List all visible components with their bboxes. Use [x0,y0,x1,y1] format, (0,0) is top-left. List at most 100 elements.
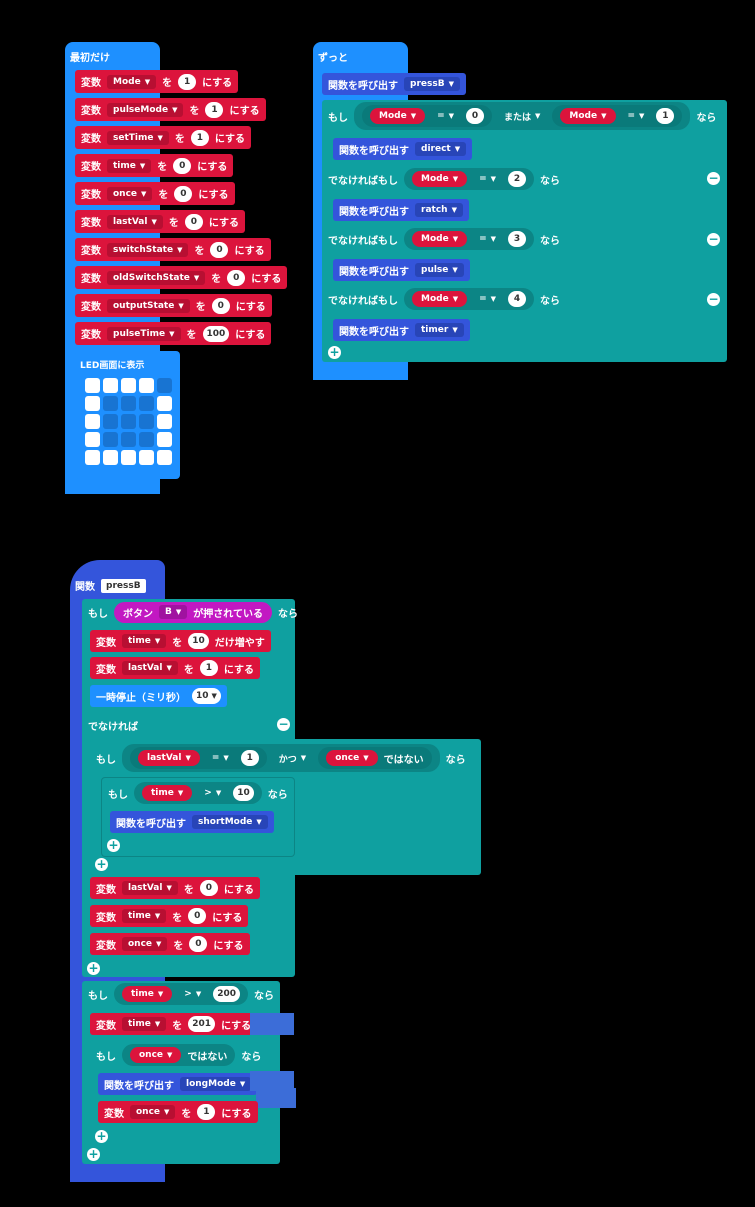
led-cell[interactable] [121,450,136,465]
fn-dropdown[interactable]: pressB▼ [404,77,460,91]
call-shortMode-block[interactable]: 関数を呼び出す shortMode▼ [110,811,274,833]
led-cell[interactable] [139,450,154,465]
set-once-0-block[interactable]: 変数 once▼ を 0 にする [90,933,250,955]
led-cell[interactable] [85,378,100,393]
placeholder-rect [256,1088,296,1108]
led-cell[interactable] [85,414,100,429]
variable-dropdown[interactable]: Mode▼ [107,74,157,89]
elif-row-1: でなければもし Mode▼ =▼ 2 なら [322,166,566,192]
placeholder-rect [250,1071,294,1091]
function-name-field[interactable]: pressB [101,578,146,593]
value-input[interactable]: 100 [202,325,230,342]
placeholder-rect [250,1013,294,1035]
on-start-title: 最初だけ [70,53,110,64]
value-input[interactable]: 1 [205,101,224,118]
function-header: 関数 pressB [75,578,146,593]
show-leds-label: LED画面に表示 [80,361,145,371]
led-cell[interactable] [121,396,136,411]
call-direct-block[interactable]: 関数を呼び出す direct▼ [333,138,473,160]
variable-dropdown[interactable]: lastVal▼ [107,214,163,229]
call-ratch-block[interactable]: 関数を呼び出す ratch▼ [333,199,469,221]
call-longMode-block[interactable]: 関数を呼び出す longMode▼ [98,1073,258,1095]
if-row: もし Mode▼ =▼ 0 または▼ Mode▼ =▼ 1 なら [322,102,722,130]
led-cell[interactable] [85,450,100,465]
led-cell[interactable] [121,414,136,429]
add-elif-icon[interactable]: + [95,1129,108,1143]
led-cell[interactable] [139,378,154,393]
led-cell[interactable] [157,432,172,447]
set-time-201-block[interactable]: 変数 time▼ を 201 にする [90,1013,258,1035]
value-input[interactable]: 0 [227,269,246,286]
elif-row-2: でなければもし Mode▼ =▼ 3 なら [322,226,566,252]
set-once-1-block[interactable]: 変数 once▼ を 1 にする [98,1101,258,1123]
variable-dropdown[interactable]: switchState▼ [107,242,189,257]
set-lastVal-0-block[interactable]: 変数 lastVal▼ を 0 にする [90,877,260,899]
value-input[interactable]: 0 [173,157,192,174]
call-pressB-block[interactable]: 関数を呼び出す pressB▼ [322,73,466,95]
forever-title: ずっと [318,53,348,64]
variable-dropdown[interactable]: pulseTime▼ [107,326,181,341]
led-cell[interactable] [139,414,154,429]
or-condition[interactable]: Mode▼ =▼ 0 または▼ Mode▼ =▼ 1 [354,102,691,130]
led-cell[interactable] [157,396,172,411]
add-elif-icon[interactable]: + [87,1147,100,1161]
variable-dropdown[interactable]: setTime▼ [107,130,169,145]
add-elif-icon[interactable]: + [87,961,100,975]
add-elif-icon[interactable]: + [328,345,341,359]
else-row: でなければ [88,721,138,733]
elif-row-3: でなければもし Mode▼ =▼ 4 なら [322,286,566,312]
led-cell[interactable] [103,450,118,465]
change-time-block[interactable]: 変数 time▼ を 10 だけ増やす [90,630,271,652]
call-pulse-block[interactable]: 関数を呼び出す pulse▼ [333,259,470,281]
led-cell[interactable] [103,414,118,429]
value-input[interactable]: 1 [190,129,209,146]
led-cell[interactable] [139,432,154,447]
led-cell[interactable] [121,432,136,447]
variable-dropdown[interactable]: time▼ [107,158,152,173]
pause-block[interactable]: 一時停止（ミリ秒） 10▼ [90,685,227,707]
led-grid[interactable] [85,378,172,465]
value-input[interactable]: 1 [178,73,197,90]
variable-dropdown[interactable]: pulseMode▼ [107,102,184,117]
value-input[interactable]: 0 [211,297,230,314]
remove-elif-icon[interactable]: − [707,171,720,185]
led-cell[interactable] [157,378,172,393]
variable-dropdown[interactable]: once▼ [107,186,153,201]
mode-var-pill[interactable]: Mode▼ [370,108,426,124]
led-cell[interactable] [103,432,118,447]
set-lastVal-block[interactable]: 変数 lastVal▼ を 1 にする [90,657,260,679]
led-cell[interactable] [157,414,172,429]
button-pressed-condition[interactable]: ボタン B▼ が押されている [114,601,272,623]
call-timer-block[interactable]: 関数を呼び出す timer▼ [333,319,470,341]
remove-elif-icon[interactable]: − [707,292,720,306]
led-cell[interactable] [85,396,100,411]
add-elif-icon[interactable]: + [107,838,120,852]
value-input[interactable]: 0 [184,213,203,230]
led-cell[interactable] [85,432,100,447]
remove-elif-icon[interactable]: − [707,232,720,246]
or-dropdown[interactable]: または▼ [504,112,541,123]
value-input[interactable]: 0 [174,185,193,202]
variable-dropdown[interactable]: outputState▼ [107,298,190,313]
add-elif-icon[interactable]: + [95,857,108,871]
led-cell[interactable] [103,378,118,393]
variable-dropdown[interactable]: oldSwitchState▼ [107,270,206,285]
button-if-row: もし ボタン B▼ が押されている なら [82,601,304,623]
led-cell[interactable] [103,396,118,411]
led-cell[interactable] [121,378,136,393]
led-cell[interactable] [157,450,172,465]
value-input[interactable]: 0 [210,241,229,258]
led-cell[interactable] [139,396,154,411]
set-time-0-block[interactable]: 変数 time▼ を 0 にする [90,905,249,927]
remove-else-icon[interactable]: − [277,717,290,731]
